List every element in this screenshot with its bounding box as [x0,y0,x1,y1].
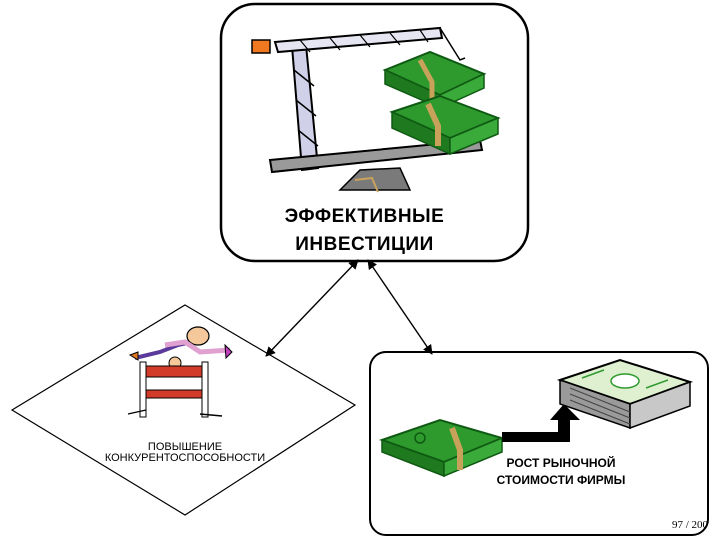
connector-top-right [367,259,433,355]
top-node-label-line1: ЭФФЕКТИВНЫЕ [284,206,445,227]
top-node-label-line2: ИНВЕСТИЦИИ [295,234,434,255]
money-stack-icon [382,50,501,156]
right-node-label-line2: СТОИМОСТИ ФИРМЫ [496,473,626,487]
connector-top-left [265,259,359,357]
right-node-label: РОСТ РЫНОЧНОЙ СТОИМОСТИ ФИРМЫ [470,455,652,489]
left-node-label: ПОВЫШЕНИЕ КОНКУРЕНТОСПОСОБНОСТИ [80,442,290,464]
crane-icon [251,26,484,193]
left-node-label-line2: КОНКУРЕНТОСПОСОБНОСТИ [104,452,266,464]
banknote-stack-icon [556,358,694,430]
page-number: 97 / 200 [671,519,708,531]
left-node-label-line1: ПОВЫШЕНИЕ [147,441,223,453]
top-node-label: ЭФФЕКТИВНЫЕ ИНВЕСТИЦИИ [232,203,497,259]
hurdler-icon [128,326,233,370]
left-node-diamond [10,304,357,516]
right-node-label-line1: РОСТ РЫНОЧНОЙ [506,456,616,470]
growth-arrow-icon [502,404,580,442]
hurdle-icon [127,361,223,418]
